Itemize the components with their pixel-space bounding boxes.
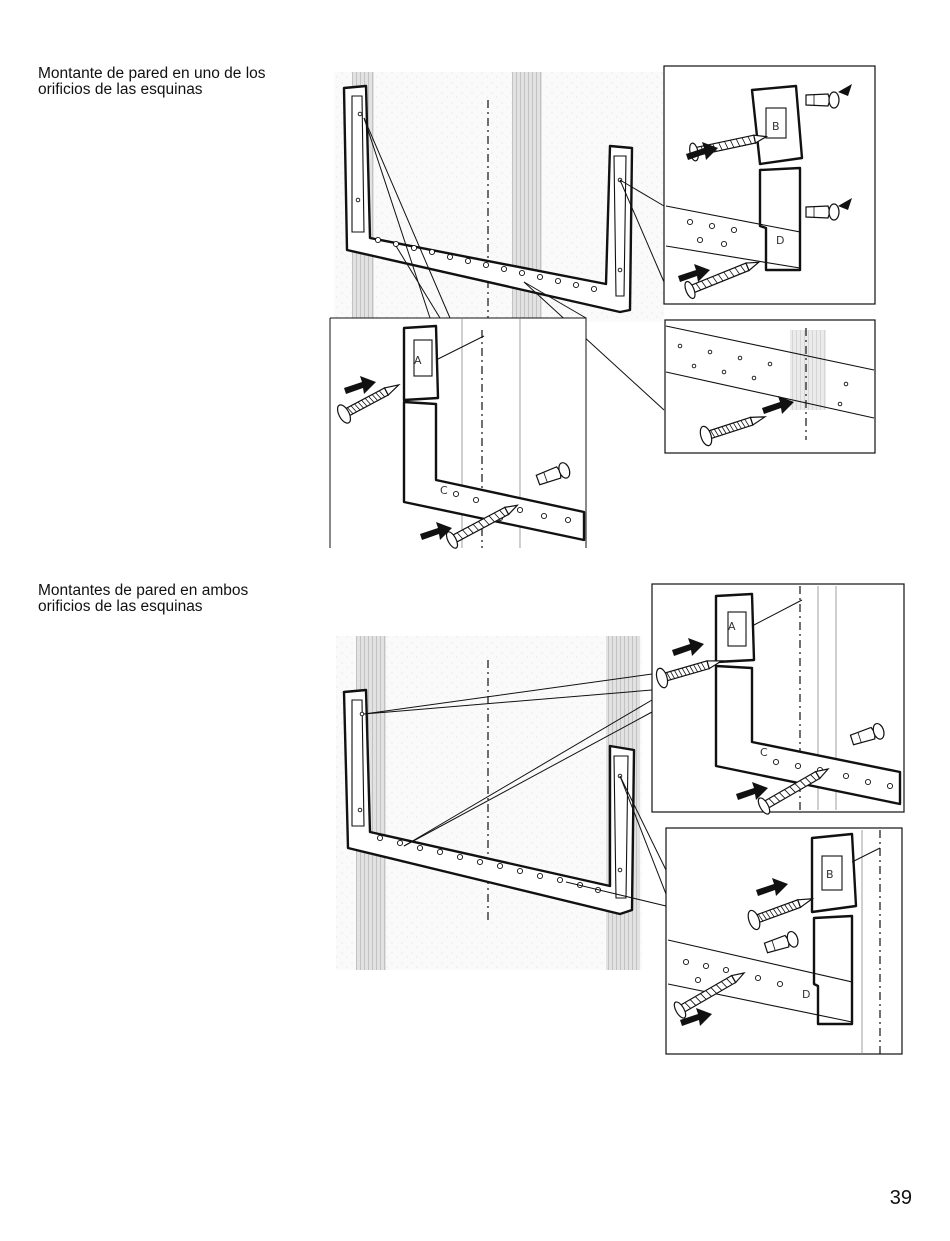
hole-letter-c: C	[440, 484, 448, 497]
detail-box-left-corner: A C	[330, 318, 586, 550]
hole-letter-d: D	[802, 988, 810, 1001]
detail-box-upper-right-corner: B D	[664, 66, 875, 304]
detail-box-lower-left-corner: A C	[652, 584, 904, 816]
hole-letter-b: B	[826, 868, 834, 881]
detail-box-center-stud	[665, 320, 875, 453]
hole-letter-a: A	[728, 620, 736, 633]
detail-box-lower-right-corner: B D	[666, 828, 902, 1054]
hole-letter-a: A	[414, 354, 422, 367]
wall-section-bottom	[336, 636, 642, 970]
hole-letter-d: D	[776, 234, 784, 247]
hole-letter-b: B	[772, 120, 780, 133]
hole-letter-c: C	[760, 746, 768, 759]
